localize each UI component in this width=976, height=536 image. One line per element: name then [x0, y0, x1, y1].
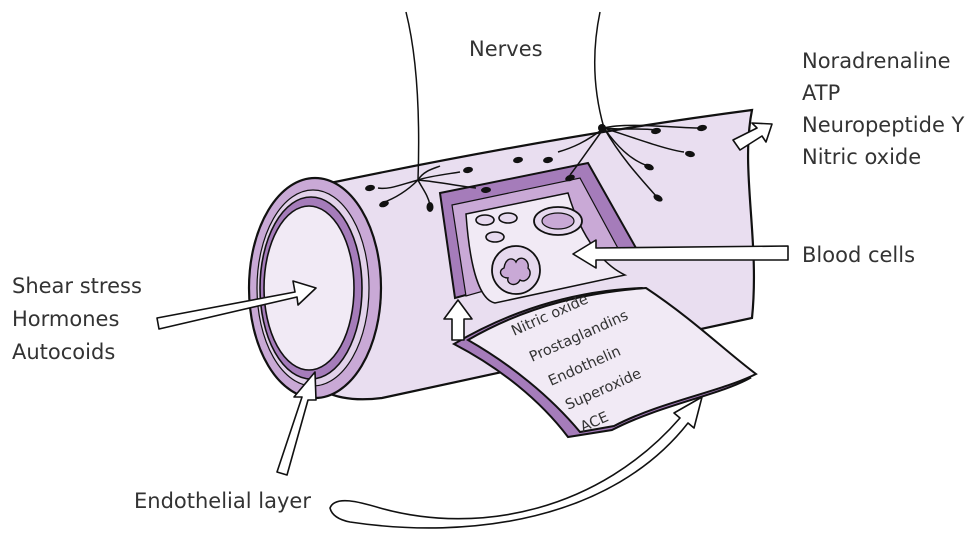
- release-label-neuropeptide-y: Neuropeptide Y: [802, 113, 965, 137]
- stimulus-label-autocoids: Autocoids: [12, 340, 115, 364]
- release-label-atp: ATP: [802, 81, 840, 105]
- stimulus-label-shear-stress: Shear stress: [12, 274, 142, 298]
- stimulus-label-hormones: Hormones: [12, 307, 119, 331]
- nerves-label: Nerves: [469, 37, 543, 61]
- stimuli-list: Shear stress Hormones Autocoids: [12, 274, 142, 364]
- released-substances-list: Noradrenaline ATP Neuropeptide Y Nitric …: [802, 49, 965, 169]
- endothelial-layer-label: Endothelial layer: [134, 489, 311, 513]
- release-label-nitric-oxide: Nitric oxide: [802, 145, 921, 169]
- blood-cells-label: Blood cells: [802, 243, 915, 267]
- recycle-arrow: [330, 397, 702, 528]
- release-label-noradrenaline: Noradrenaline: [802, 49, 951, 73]
